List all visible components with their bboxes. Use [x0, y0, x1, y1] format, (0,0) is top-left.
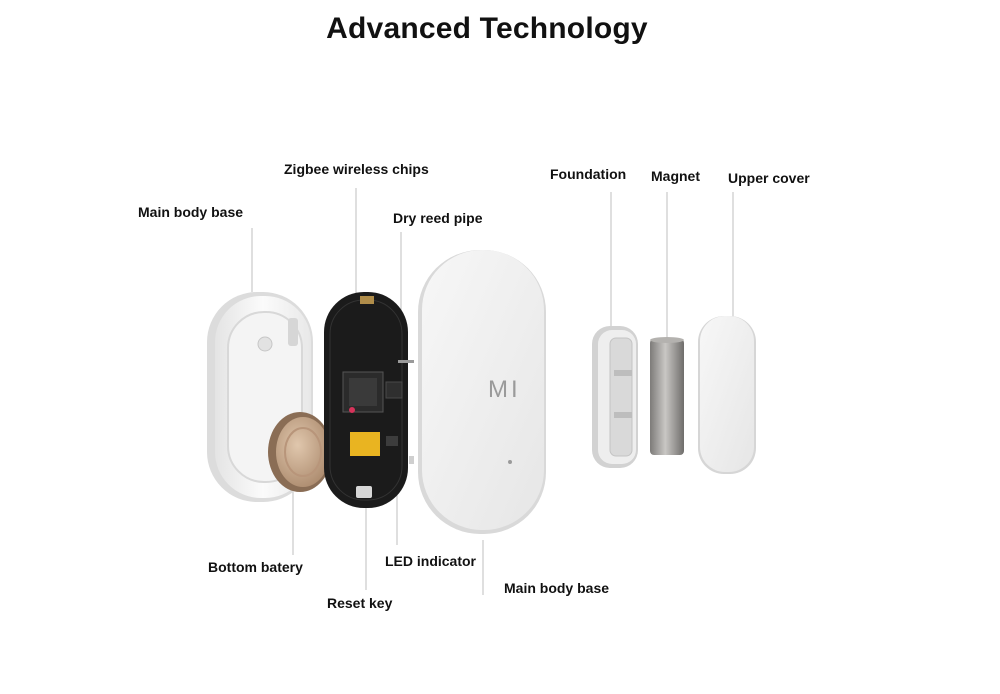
- label-bottom-battery: Bottom batery: [208, 559, 303, 575]
- label-zigbee-wireless-chips: Zigbee wireless chips: [284, 161, 429, 177]
- top-cover-with-logo: [418, 250, 546, 534]
- label-upper-cover: Upper cover: [728, 170, 810, 186]
- mi-logo: MI: [488, 376, 521, 403]
- label-dry-reed-pipe: Dry reed pipe: [393, 210, 483, 226]
- magnet-upper-cover: [698, 316, 756, 474]
- label-reset-key: Reset key: [327, 595, 393, 611]
- label-main-body-base-bottom: Main body base: [504, 580, 610, 596]
- coin-battery: [268, 412, 332, 492]
- label-led-indicator: LED indicator: [385, 553, 477, 569]
- label-magnet: Magnet: [651, 168, 700, 184]
- page-title: Advanced Technology: [326, 12, 648, 45]
- magnet-cylinder: [650, 337, 684, 455]
- label-foundation: Foundation: [550, 166, 627, 182]
- magnet-foundation: [592, 326, 638, 468]
- label-main-body-base-top: Main body base: [138, 204, 244, 220]
- pcb-board: [324, 292, 414, 508]
